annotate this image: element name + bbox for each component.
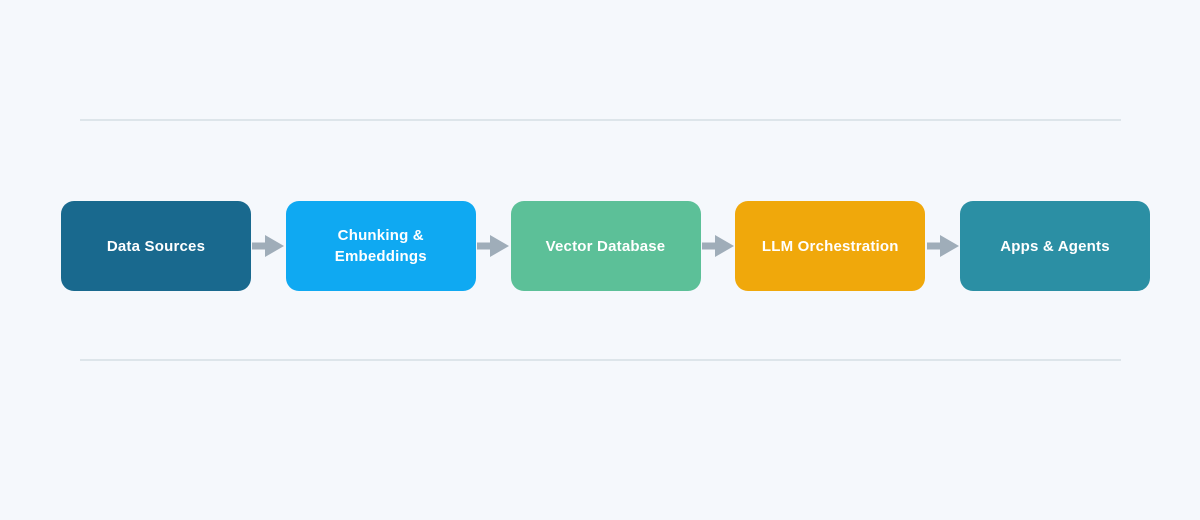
right-arrow-icon [252,234,285,258]
flow-node-apps-agents[interactable]: Apps & Agents [960,201,1150,291]
top-divider-line [80,119,1121,121]
pipeline-flow-row: Data Sources Chunking & Embeddings V [61,201,1150,291]
node-label: Data Sources [106,237,206,255]
bottom-divider-line [80,359,1121,361]
right-arrow-icon [701,234,734,258]
flow-node-data-sources[interactable]: Data Sources [61,201,251,291]
flow-node-chunking-embeddings[interactable]: Chunking & Embeddings [285,201,476,291]
node-label: Apps & Agents [1000,237,1110,255]
right-arrow-icon [926,234,959,258]
node-label: Vector Database [545,237,666,255]
flow-node-vector-database[interactable]: Vector Database [510,201,701,291]
flow-node-llm-orchestration[interactable]: LLM Orchestration [735,201,926,291]
right-arrow-icon [477,234,510,258]
node-label: LLM Orchestration [761,237,899,255]
node-label: Chunking & Embeddings [334,227,427,265]
